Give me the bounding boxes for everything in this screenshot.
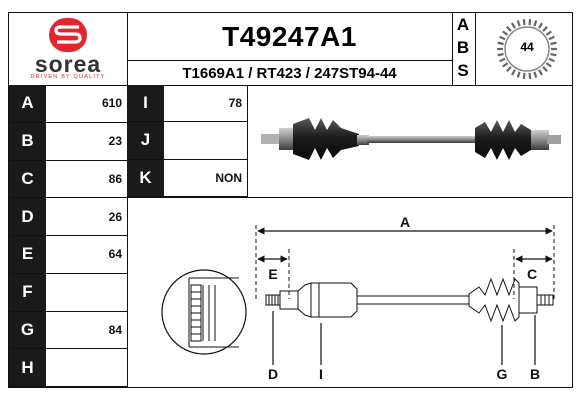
spec-row-i: I 78 — [127, 85, 247, 123]
spec-row-g: G 84 — [9, 311, 127, 350]
dim-label-c: C — [527, 266, 537, 282]
divider — [475, 13, 476, 85]
spec-value — [46, 274, 127, 311]
dim-label-i: I — [319, 366, 323, 382]
spec-sheet: sorea DRIVEN BY QUALITY T49247A1 T1669A1… — [8, 12, 573, 388]
spec-letter: E — [9, 236, 46, 273]
spec-value: 84 — [108, 322, 122, 337]
dim-label-d: D — [268, 366, 278, 382]
spec-letter: K — [127, 159, 164, 196]
abs-letter-b: B — [456, 38, 470, 57]
spec-letter: C — [9, 160, 46, 198]
spec-row-k: K NON — [127, 159, 247, 197]
dim-label-a: A — [400, 214, 410, 230]
driveshaft-photo — [249, 88, 569, 194]
logo-tagline: DRIVEN BY QUALITY — [30, 74, 106, 80]
spec-value: 26 — [108, 209, 122, 224]
spec-row-f: F — [9, 273, 127, 312]
spec-value — [164, 122, 247, 158]
divider — [247, 85, 248, 197]
spec-value — [46, 349, 127, 386]
divider — [9, 85, 572, 86]
logo-brand: sorea — [34, 51, 102, 77]
spec-value: 86 — [108, 171, 122, 186]
divider — [127, 13, 128, 85]
dimension-drawing: A E C — [161, 214, 555, 382]
spec-letter: I — [127, 85, 164, 122]
divider — [127, 197, 572, 198]
divider — [127, 60, 452, 61]
abs-ring-teeth: 44 — [520, 40, 534, 54]
dim-label-e: E — [268, 266, 277, 282]
spec-value: 610 — [101, 96, 122, 111]
abs-ring-icon — [497, 19, 557, 79]
spec-letter: J — [127, 122, 164, 159]
divider — [127, 85, 128, 387]
spec-letter: B — [9, 122, 46, 160]
abs-ring: 44 — [495, 17, 559, 81]
spec-value: 23 — [108, 134, 122, 149]
spec-value: 64 — [108, 247, 122, 262]
spec-row-h: H — [9, 349, 127, 387]
spec-row-c: C 86 — [9, 160, 127, 199]
dim-label-b: B — [530, 366, 540, 382]
abs-letter-s: S — [457, 61, 469, 80]
spec-letter: H — [9, 349, 46, 386]
abs-letter-a: A — [456, 15, 470, 34]
spec-row-j: J — [127, 122, 247, 160]
sorea-logo: sorea DRIVEN BY QUALITY — [9, 13, 127, 85]
spec-letter: G — [9, 311, 46, 349]
divider — [452, 13, 453, 85]
cross-references: T1669A1 / RT423 / 247ST94-44 — [182, 65, 397, 82]
spec-row-d: D 26 — [9, 198, 127, 236]
spec-row-e: E 64 — [9, 236, 127, 274]
spec-value: 78 — [228, 96, 242, 111]
part-number: T49247A1 — [222, 21, 357, 52]
spec-value: NON — [215, 170, 242, 185]
spec-row-b: B 23 — [9, 122, 127, 161]
sorea-logo-mark — [49, 18, 87, 52]
spec-letter: A — [9, 85, 46, 122]
spec-letter: D — [9, 198, 46, 235]
spec-row-a: A 610 — [9, 85, 127, 123]
driveshaft-illustration — [261, 118, 561, 160]
dim-label-g: G — [497, 366, 508, 382]
spec-letter: F — [9, 273, 46, 311]
dimension-diagram: A E C — [129, 199, 571, 387]
